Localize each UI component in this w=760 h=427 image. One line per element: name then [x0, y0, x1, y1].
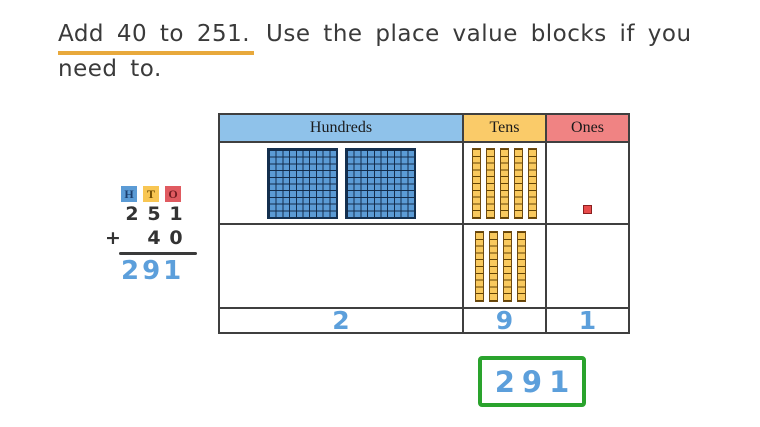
- ten-rod: [486, 147, 495, 219]
- addition-sum: 291: [121, 256, 185, 286]
- bottom-addend-tens: 4: [147, 227, 161, 249]
- row2-tens-cell: [464, 225, 547, 309]
- instruction-line1-rest: Use the place value blocks if you: [266, 21, 692, 47]
- addition-rule-line: [119, 252, 197, 255]
- ones-label-box: O: [165, 186, 181, 202]
- plus-operator: +: [105, 227, 121, 249]
- ten-rod: [517, 230, 526, 302]
- ten-rod: [500, 147, 509, 219]
- bottom-addend: 4 0: [121, 227, 187, 249]
- row2-ones-cell: [547, 225, 628, 309]
- ones-digit: 1: [578, 306, 597, 335]
- one-unit-block: [583, 205, 592, 214]
- ones-column-header: Ones: [547, 115, 628, 143]
- instruction-underlined-phrase: Add 40 to 251.: [58, 20, 255, 55]
- ten-rod: [503, 230, 512, 302]
- ten-rod: [472, 147, 481, 219]
- digit-cell-hundreds: 2: [220, 306, 464, 335]
- ten-rods-group-row2: [464, 225, 545, 307]
- answer-box: 291: [478, 356, 586, 407]
- hundreds-digit: 2: [332, 306, 350, 335]
- hundred-block: [266, 147, 338, 219]
- row1-tens-cell: [464, 143, 547, 225]
- instruction-line1: Add 40 to 251. Use the place value blocks…: [58, 20, 692, 55]
- top-addend-tens: 5: [147, 203, 161, 225]
- digit-cell-tens: 9: [464, 306, 547, 335]
- tens-column-header: Tens: [464, 115, 547, 143]
- hundreds-column-header: Hundreds: [220, 115, 464, 143]
- hundred-blocks-group: [220, 143, 462, 223]
- row1-ones-cell: [547, 143, 628, 225]
- hto-column-labels: H T O: [121, 186, 187, 202]
- ten-rod: [489, 230, 498, 302]
- digit-cell-ones: 1: [547, 306, 628, 335]
- top-addend: 2 5 1: [121, 203, 187, 225]
- hundreds-label-box: H: [121, 186, 137, 202]
- top-addend-ones: 1: [169, 203, 183, 225]
- ten-rod: [475, 230, 484, 302]
- tens-label-box: T: [143, 186, 159, 202]
- ten-rods-group-row1: [464, 143, 545, 223]
- tens-digit: 9: [495, 306, 514, 335]
- ten-rod: [514, 147, 523, 219]
- row1-hundreds-cell: [220, 143, 464, 225]
- top-addend-hundreds: 2: [125, 203, 139, 225]
- instruction-text: Add 40 to 251. Use the place value blocks…: [58, 20, 692, 84]
- row2-hundreds-cell: [220, 225, 464, 309]
- hundred-block: [344, 147, 416, 219]
- place-value-table: Hundreds Tens Ones 2 9 1: [218, 113, 630, 334]
- bottom-addend-hundreds: [121, 227, 143, 249]
- answer-value: 291: [494, 364, 577, 399]
- instruction-line2: need to.: [58, 56, 162, 82]
- ten-rod: [528, 147, 537, 219]
- bottom-addend-ones: 0: [169, 227, 183, 249]
